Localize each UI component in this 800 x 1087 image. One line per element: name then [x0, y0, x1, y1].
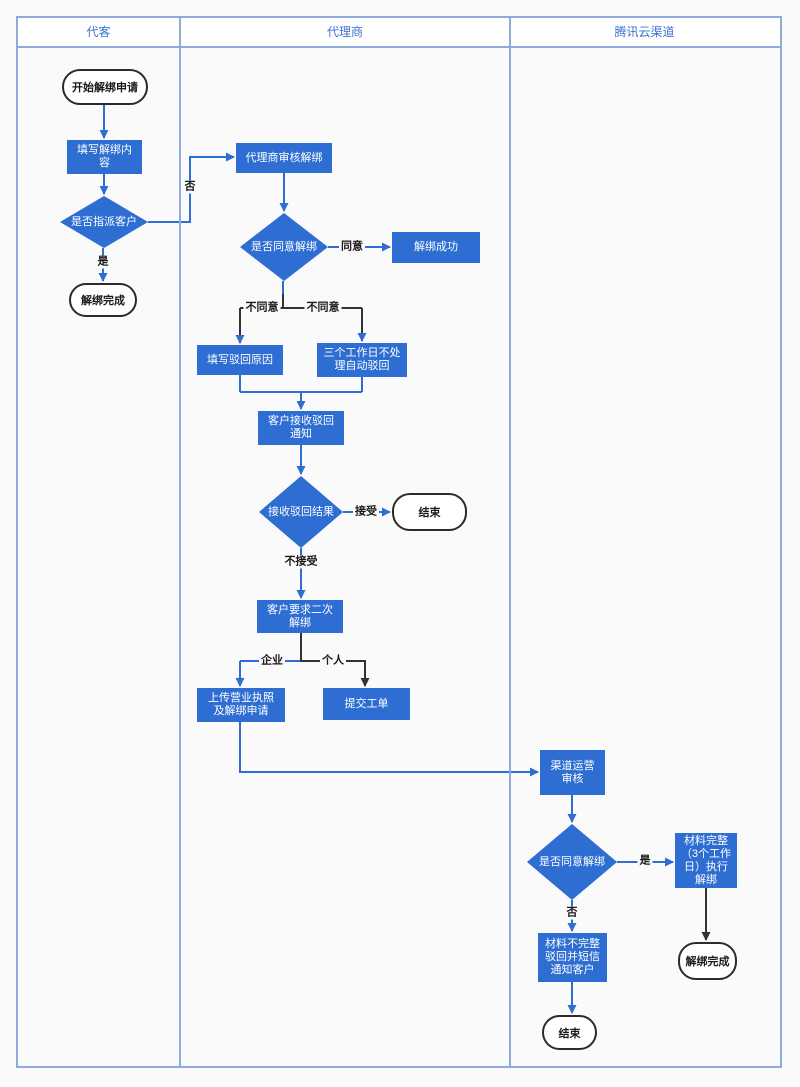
node-submit-ticket: 提交工单	[323, 688, 410, 720]
node-customer-receive-rejection-notice: 客户接收驳回 通知	[258, 411, 344, 445]
lane-header-row	[18, 18, 780, 48]
node-unbind-success: 解绑成功	[392, 232, 480, 263]
lane-separator-1	[179, 18, 181, 1066]
node-fill-unbind-content: 填写解绑内 容	[67, 140, 142, 174]
node-auto-reject-3-days: 三个工作日不处 理自动驳回	[317, 343, 407, 377]
node-end-2: 结束	[542, 1015, 597, 1050]
edge-label-no-2: 否	[564, 906, 580, 920]
table-outline	[16, 16, 782, 1068]
edge-label-personal: 个人	[320, 654, 346, 668]
node-upload-business-license: 上传营业执照 及解绑申请	[197, 688, 285, 722]
node-channel-operation-review: 渠道运营 审核	[540, 750, 605, 795]
node-fill-rejection-reason: 填写驳回原因	[197, 345, 283, 375]
edge-label-yes-1: 是	[95, 255, 111, 269]
lane-header-agent: 代理商	[326, 25, 363, 39]
edge-label-enterprise: 企业	[259, 654, 285, 668]
node-materials-incomplete-reject-sms: 材料不完整 驳回并短信 通知客户	[538, 933, 607, 982]
lane-header-tencent-channel: 腾讯云渠道	[614, 25, 675, 39]
edge-label-agree: 同意	[339, 240, 365, 254]
node-materials-complete-execute-unbind: 材料完整 （3个工作 日）执行 解绑	[675, 833, 737, 888]
node-start-unbind-request: 开始解绑申请	[62, 69, 148, 105]
edge-label-disagree-right: 不同意	[304, 301, 342, 315]
node-customer-request-second-unbind: 客户要求二次 解绑	[257, 600, 343, 633]
edge-label-disagree-left: 不同意	[243, 301, 281, 315]
node-unbind-complete-1: 解绑完成	[69, 283, 137, 317]
node-unbind-complete-2: 解绑完成	[678, 942, 737, 980]
edge-label-not-accept: 不接受	[282, 555, 320, 569]
edge-label-no-1: 否	[182, 180, 198, 194]
lane-header-customer: 代客	[86, 25, 111, 39]
edge-label-yes-2: 是	[637, 854, 653, 868]
node-agent-review-unbind: 代理商审核解绑	[236, 143, 332, 173]
edge-label-accept: 接受	[353, 505, 379, 519]
lane-separator-2	[509, 18, 511, 1066]
node-end-1: 结束	[392, 493, 467, 531]
